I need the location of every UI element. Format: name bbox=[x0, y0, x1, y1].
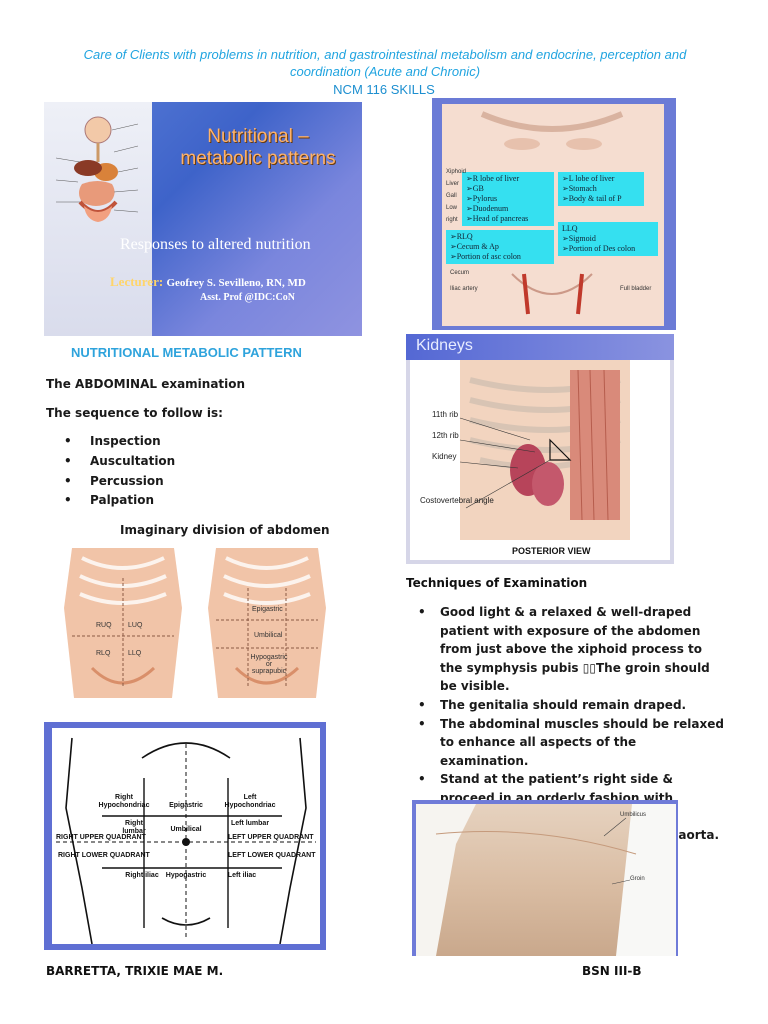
slide-nutritional-patterns: Nutritional – metabolic patterns Respons… bbox=[44, 102, 362, 336]
label-hypogastric: Hypogastric bbox=[165, 872, 207, 879]
label-left-lumbar: Left lumbar bbox=[230, 820, 270, 827]
umbilical-region-label: Umbilical bbox=[254, 632, 283, 639]
course-code: NCM 116 SKILLS bbox=[333, 82, 435, 97]
luq-region-label: LUQ bbox=[128, 622, 143, 629]
abdomen-division-caption: Imaginary division of abdomen bbox=[120, 523, 330, 537]
label-right-lumbar: Right lumbar bbox=[122, 820, 146, 835]
abdomen-photo: Umbilicus Groin bbox=[412, 800, 678, 956]
posterior-view-illustration bbox=[410, 360, 670, 560]
label-left-iliac: Left iliac bbox=[227, 872, 257, 879]
slide-title: Nutritional – metabolic patterns bbox=[180, 126, 336, 169]
digestive-system-illustration bbox=[44, 102, 152, 336]
label-right-upper-quadrant: RIGHT UPPER QUADRANT bbox=[56, 834, 146, 841]
abdominal-regions-diagram: Right Hypochondriac Epigastric Left Hypo… bbox=[44, 722, 326, 950]
luq-label-box: ➢L lobe of liver➢Stomach➢Body & tail of … bbox=[558, 172, 644, 206]
document-header: Care of Clients with problems in nutriti… bbox=[83, 47, 687, 79]
slide-header-bar bbox=[406, 334, 674, 360]
label-left-lower-quadrant: LEFT LOWER QUADRANT bbox=[228, 852, 316, 859]
sequence-list: Inspection Auscultation Percussion Palpa… bbox=[64, 434, 175, 513]
abdomen-quadrants-image: RUQ LUQ RLQ LLQ bbox=[52, 548, 194, 708]
ruq-label-box: ➢R lobe of liver➢GB➢Pylorus➢Duodenum➢Hea… bbox=[462, 172, 554, 226]
cecum-label: Cecum bbox=[450, 270, 470, 276]
section-intro: The ABDOMINAL examination bbox=[46, 377, 246, 391]
full-bladder-label: Full bladder bbox=[620, 286, 652, 292]
list-item: Good light & a relaxed & well-draped pat… bbox=[418, 603, 724, 696]
label-umbilical: Umbilical bbox=[170, 826, 202, 833]
epigastric-region-label: Epigastric bbox=[252, 606, 283, 613]
sequence-intro: The sequence to follow is: bbox=[46, 406, 223, 420]
abdomen-regions-image: Epigastric Umbilical Hypogastric or supr… bbox=[196, 548, 338, 708]
list-item: Inspection bbox=[64, 434, 175, 454]
llq-label-box: LLQ➢Sigmoid➢Portion of Des colon bbox=[558, 222, 658, 256]
rlq-label-box: ➢RLQ➢Cecum & Ap➢Portion of asc colon bbox=[446, 230, 554, 264]
iliac-artery-label: Iliac artery bbox=[450, 286, 478, 292]
list-item: Percussion bbox=[64, 474, 175, 494]
umbilicus-label: Umbilicus bbox=[620, 812, 647, 818]
list-item: The genitalia should remain draped. bbox=[418, 696, 724, 715]
groin-label: Groin bbox=[630, 876, 645, 882]
label-11th-rib: 11th rib bbox=[432, 410, 459, 419]
label-kidney: Kidney bbox=[432, 452, 457, 461]
author-class: BSN III-B bbox=[582, 964, 642, 978]
label-right-lower-quadrant: RIGHT LOWER QUADRANT bbox=[58, 852, 150, 859]
slide-kidneys: Kidneys 11th rib 12th rib Kidney Costove… bbox=[406, 334, 674, 564]
llq-region-label: LLQ bbox=[128, 650, 142, 657]
list-item: Auscultation bbox=[64, 454, 175, 474]
rlq-region-label: RLQ bbox=[96, 650, 111, 657]
posterior-view-caption: POSTERIOR VIEW bbox=[512, 546, 591, 556]
author-name: BARRETTA, TRIXIE MAE M. bbox=[46, 964, 224, 978]
slide-title: Kidneys bbox=[416, 337, 473, 354]
label-right-hypochondriac: Right Hypochondriac bbox=[98, 794, 150, 809]
slide-abdominal-quadrants: ➢R lobe of liver➢GB➢Pylorus➢Duodenum➢Hea… bbox=[432, 98, 676, 330]
hypogastric-region-label: Hypogastric or suprapubic bbox=[250, 654, 288, 675]
label-costovertebral-angle: Costovertebral angle bbox=[420, 496, 494, 505]
photo-canvas bbox=[416, 804, 676, 956]
techniques-heading: Techniques of Examination bbox=[406, 576, 588, 590]
ruq-region-label: RUQ bbox=[96, 622, 112, 629]
label-epigastric: Epigastric bbox=[169, 802, 203, 809]
section-heading: NUTRITIONAL METABOLIC PATTERN bbox=[71, 345, 302, 360]
list-item: The abdominal muscles should be relaxed … bbox=[418, 715, 724, 771]
diagram-canvas bbox=[52, 728, 320, 945]
lecturer-position: Asst. Prof @IDC:CoN bbox=[200, 292, 295, 303]
lecturer-line: Lecturer: Geofrey S. Sevilleno, RN, MD bbox=[110, 274, 306, 289]
list-item: Palpation bbox=[64, 493, 175, 513]
label-left-hypochondriac: Left Hypochondriac bbox=[224, 794, 276, 809]
label-right-iliac: Right iliac bbox=[125, 872, 159, 879]
label-left-upper-quadrant: LEFT UPPER QUADRANT bbox=[228, 834, 314, 841]
slide-subtitle: Responses to altered nutrition bbox=[120, 236, 311, 253]
label-12th-rib: 12th rib bbox=[432, 431, 459, 440]
